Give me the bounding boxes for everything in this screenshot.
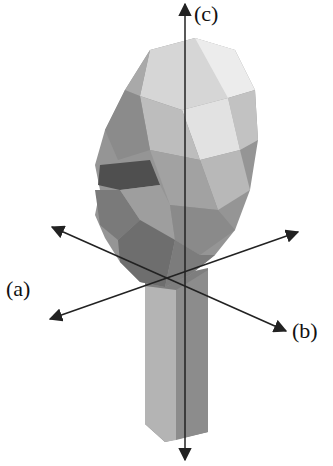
axis-b xyxy=(52,227,286,331)
axis-label: (a) xyxy=(4,278,32,300)
axis-label: (c) xyxy=(192,3,220,25)
axis-a xyxy=(50,232,298,319)
axes xyxy=(50,4,298,460)
axis-c xyxy=(184,4,186,460)
axis-label: (b) xyxy=(290,320,320,342)
neck xyxy=(145,268,208,442)
skull xyxy=(95,38,258,287)
